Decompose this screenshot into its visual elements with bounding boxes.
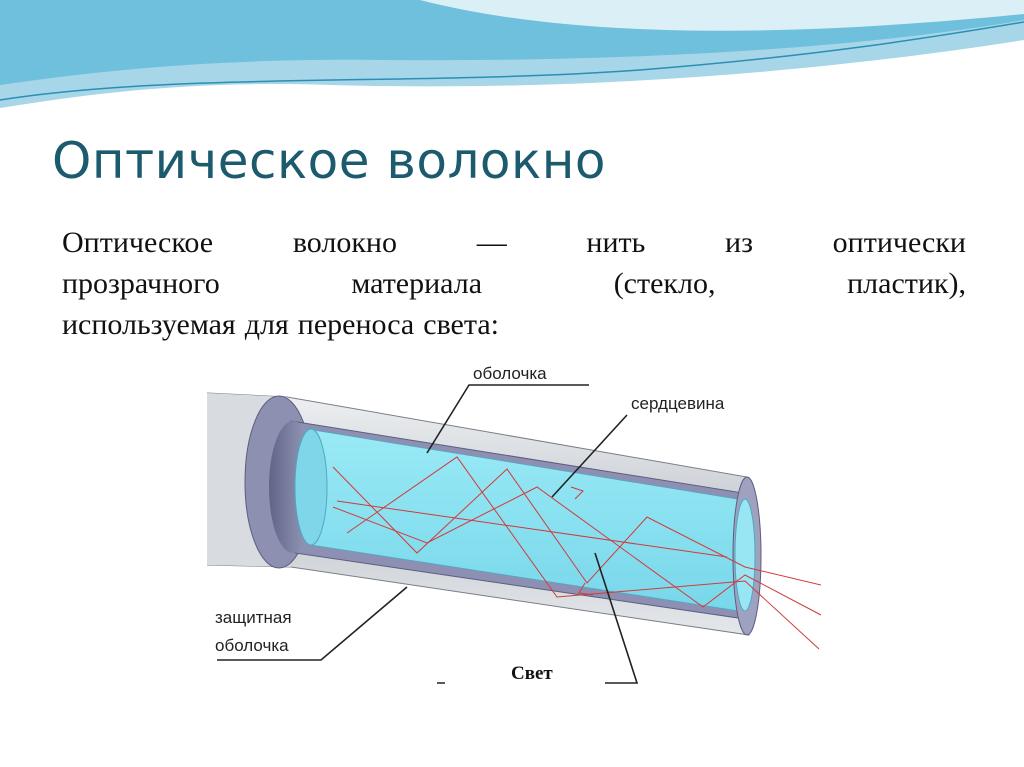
word: прозрачного: [62, 267, 220, 300]
paragraph-line-1: Оптическое волокно — нить из оптически: [62, 222, 966, 263]
core-right-end: [734, 498, 756, 612]
fiber-cable: [207, 392, 762, 636]
light-ray: [332, 486, 821, 616]
fiber-diagram: оболочка сердцевина защитная оболочка Св…: [207, 357, 821, 695]
light-label-box: [445, 655, 605, 689]
word: оптически: [832, 226, 966, 259]
jacket-leader: [217, 586, 408, 661]
word: Оптическое: [62, 226, 214, 259]
word: материала: [351, 267, 483, 300]
word: из: [725, 226, 753, 259]
word: для: [244, 308, 289, 341]
word: —: [476, 226, 507, 259]
core-end-face: [294, 428, 328, 546]
decorative-waves: [0, 0, 1024, 108]
word: пластик),: [847, 267, 966, 300]
core-leader: [551, 414, 628, 498]
core-label: сердцевина: [631, 394, 725, 413]
word: волокно: [292, 226, 397, 259]
light-ray: [346, 456, 820, 650]
ray-arrowhead: [570, 486, 584, 500]
light-ray: [332, 466, 821, 586]
cladding-leader: [426, 384, 589, 454]
cladding-label: оболочка: [473, 364, 547, 383]
wave-band-white: [420, 0, 1024, 31]
jacket-label-line-2: оболочка: [215, 636, 289, 655]
word: нить: [586, 226, 646, 259]
light-ray: [336, 500, 728, 558]
wave-line: [0, 21, 1024, 101]
word: света:: [423, 308, 499, 341]
jacket-label-line-1: защитная: [215, 608, 292, 627]
word: переноса: [297, 308, 415, 341]
definition-paragraph: Оптическое волокно — нить из оптически п…: [62, 222, 966, 345]
light-label: Свет: [511, 663, 553, 684]
paragraph-line-3: используемая для переноса света:: [62, 304, 966, 345]
paragraph-line-2: прозрачного материала (стекло, пластик),: [62, 263, 966, 304]
page-title: Оптическое волокно: [52, 132, 606, 190]
light-rays: [332, 456, 821, 650]
ray-arrowhead: [578, 582, 594, 596]
word: (стекло,: [613, 267, 716, 300]
word: используемая: [62, 308, 236, 341]
